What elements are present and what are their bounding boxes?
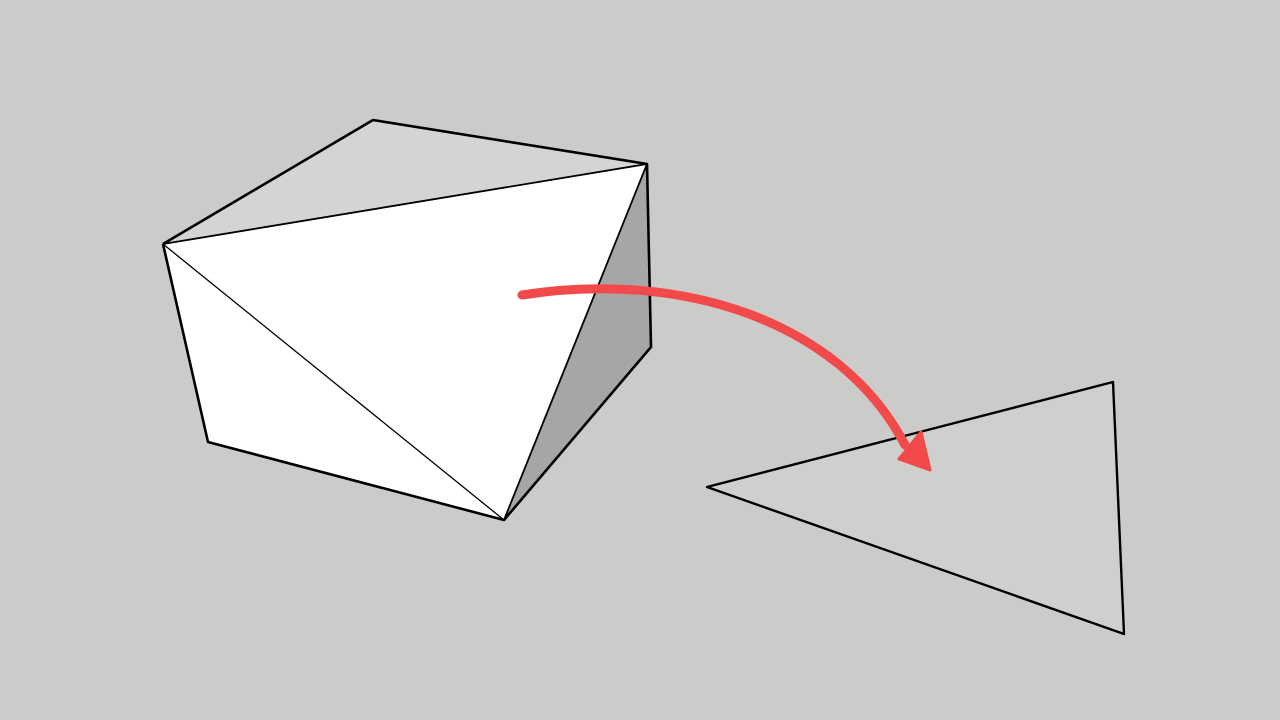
solid-shape [161, 118, 653, 522]
arrow-head [897, 430, 932, 472]
arrow-shaft [517, 284, 910, 450]
top-face [163, 120, 647, 244]
curved-arrow-icon [517, 284, 932, 472]
edge-top-diagonal [162, 163, 648, 245]
flat-triangle [705, 380, 1126, 636]
right-face [504, 164, 651, 520]
edge-right-diagonal [503, 163, 648, 521]
front-face-right-triangle [163, 164, 647, 520]
outline-edges [161, 118, 653, 522]
edge-front-diagonal [162, 243, 505, 521]
